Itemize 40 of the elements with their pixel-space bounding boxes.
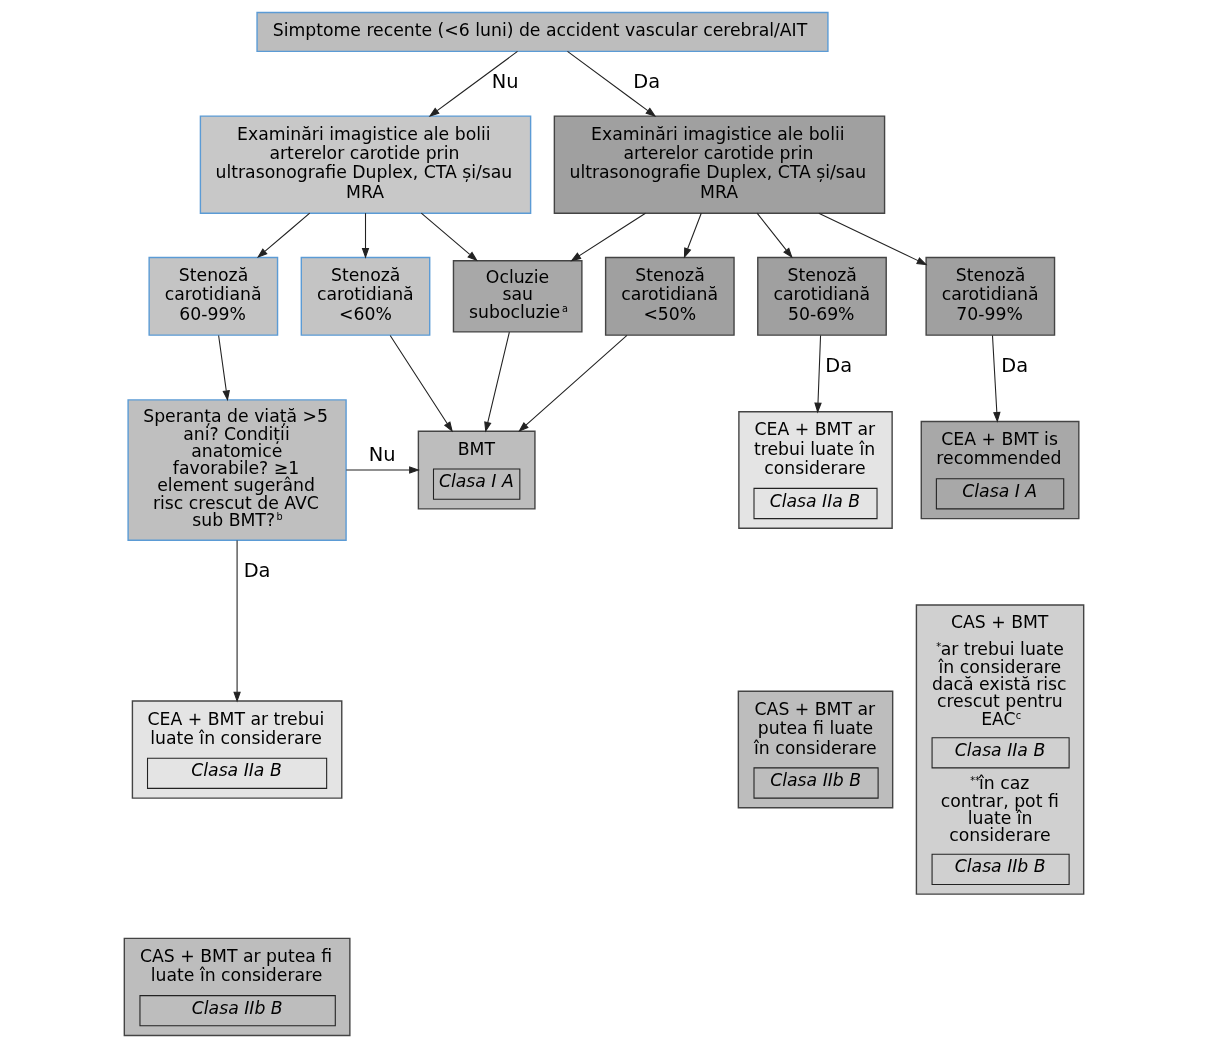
node-box: CEA + BMT is recommended Clasa I A bbox=[920, 420, 1080, 520]
node-box: CAS + BMT ar putea fi luate în considerare Clasa IIb B bbox=[123, 937, 351, 1037]
arrow bbox=[683, 212, 702, 259]
node-box: Simptome recente (<6 luni) de accident vascular cerebral/AIT bbox=[255, 11, 829, 53]
node-box: Speranța de viață >5 ani? Condiții anatomice favorabile? ≥1 element sugerând risc crescut de AVC sub BMT?$^{b}$ bbox=[126, 399, 347, 541]
node-box: Stenoză carotidiană 50-69% bbox=[756, 256, 887, 336]
node-box: Ocluzie sau subocluzie$^{a}$ bbox=[452, 260, 583, 333]
arrow bbox=[991, 334, 1001, 423]
arrow bbox=[361, 212, 369, 259]
arrow bbox=[256, 212, 310, 259]
node-box: Stenoză carotidiană 70-99% bbox=[924, 256, 1055, 336]
node-box: Stenoză carotidiană <60% bbox=[300, 256, 430, 336]
node-box: Stenoză carotidiană 60-99% bbox=[147, 256, 278, 336]
arrow bbox=[389, 334, 453, 433]
arrow bbox=[517, 334, 627, 433]
node-box: CEA + BMT ar trebui luate în considerare Clasa IIa B bbox=[737, 411, 893, 530]
arrow bbox=[428, 50, 518, 117]
arrow bbox=[566, 50, 656, 117]
node-box: CEA + BMT ar trebui luate în considerare Clasa IIa B bbox=[131, 700, 342, 799]
node-box: BMT Clasa I A bbox=[417, 430, 536, 510]
edge-label: Da bbox=[824, 354, 852, 378]
edge-label: Da bbox=[1000, 354, 1028, 378]
arrow bbox=[569, 212, 646, 262]
node-box: CAS + BMT ar putea fi luate în considerare Clasa IIb B bbox=[737, 690, 893, 809]
arrow bbox=[217, 334, 230, 402]
edge-label: Da bbox=[632, 70, 660, 94]
node-box: Examinări imagistice ale bolii arterelor carotide prin ultrasonografie Duplex, CTA și/sau MRA bbox=[199, 115, 531, 214]
arrow bbox=[756, 212, 793, 259]
arrow bbox=[232, 539, 241, 703]
node-box: CAS + BMT $^{*}$ar trebui luate în considerare dacă există risc crescut pentru EAC$^{c}$ Clasa IIa B $^{**}$în caz contrar, pot fi luate în considerare Clasa IIb B bbox=[915, 604, 1084, 895]
node-box: Stenoză carotidiană <50% bbox=[604, 256, 735, 336]
edge-label: Nu bbox=[491, 70, 519, 94]
node-box: Examinări imagistice ale bolii arterelor carotide prin ultrasonografie Duplex, CTA și/sau MRA bbox=[553, 115, 885, 214]
edge-label: Da bbox=[243, 559, 270, 583]
arrow bbox=[813, 334, 822, 414]
arrow bbox=[817, 212, 927, 266]
arrow bbox=[345, 466, 420, 474]
arrow bbox=[420, 212, 478, 262]
arrow bbox=[483, 331, 510, 433]
edge-label: Nu bbox=[368, 442, 396, 466]
